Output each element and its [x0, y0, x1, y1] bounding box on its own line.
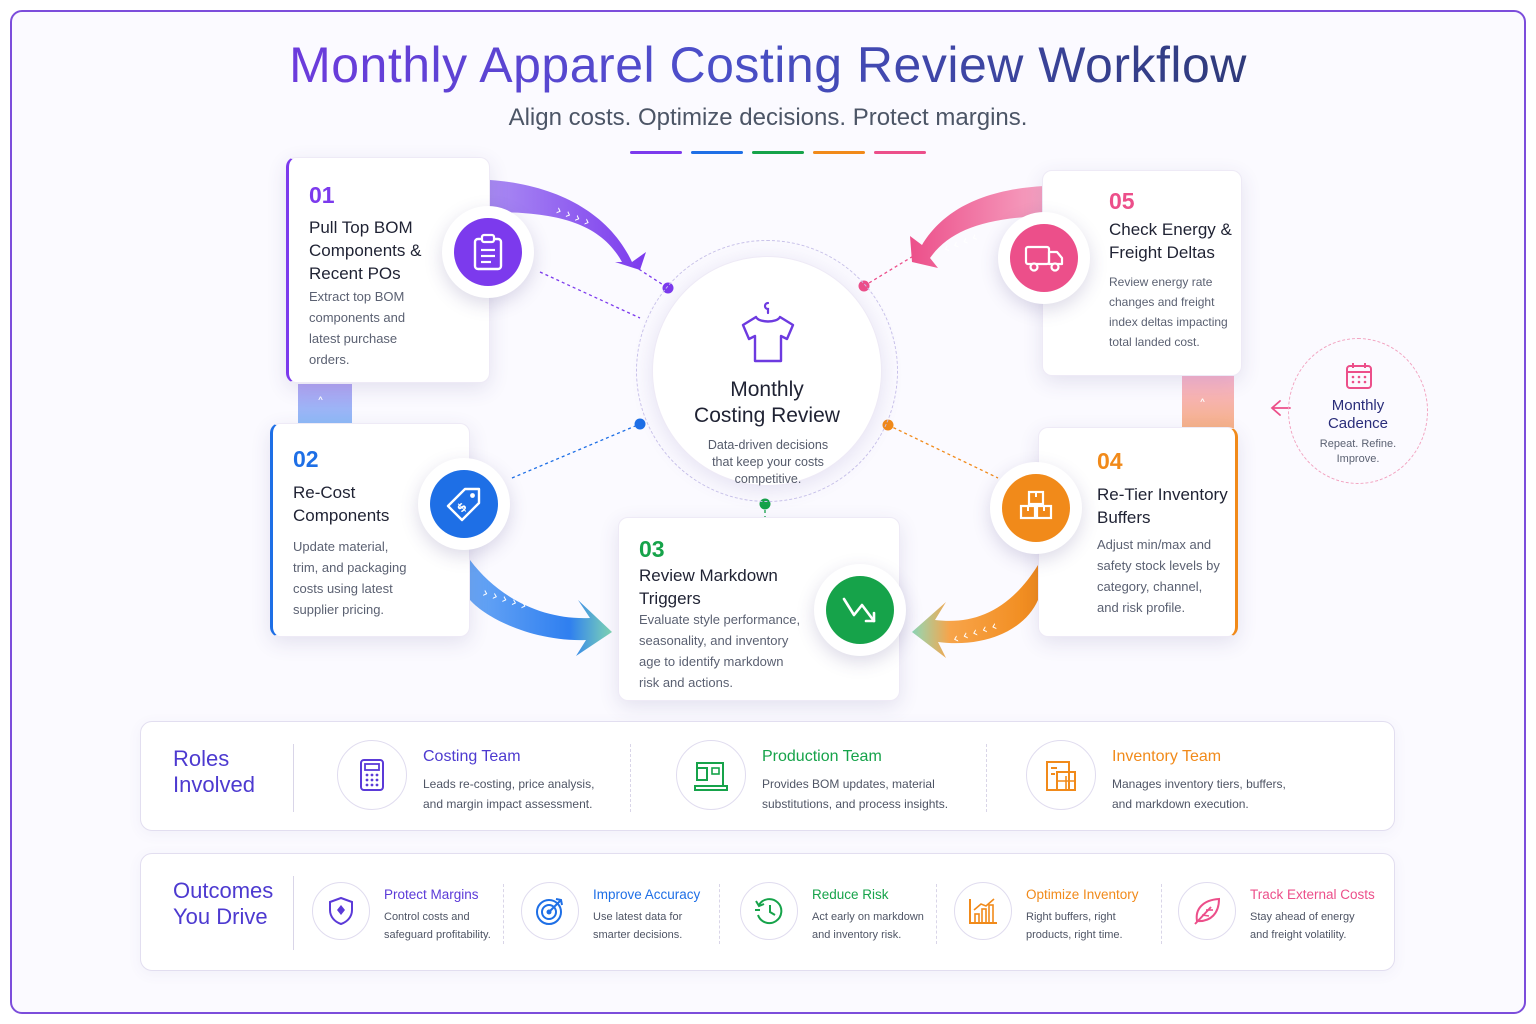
- page-subtitle: Align costs. Optimize decisions. Protect…: [508, 104, 1028, 131]
- outcomes-divider: [293, 876, 294, 950]
- role-title: Costing Team: [423, 748, 521, 765]
- clipboard-icon: [473, 233, 503, 271]
- center-disc: Monthly Costing Review Data-driven decis…: [652, 256, 882, 486]
- step-number: 01: [309, 182, 335, 208]
- shirt-icon: [741, 301, 795, 363]
- step-02-icon-badge: $: [418, 458, 510, 550]
- trend-down-icon: [842, 597, 876, 623]
- outcome-title: Reduce Risk: [812, 887, 889, 902]
- cadence-subtitle: Repeat. Refine.Improve.: [1319, 438, 1397, 465]
- roles-divider: [293, 744, 294, 812]
- sewing-machine-icon: [694, 762, 728, 791]
- step-description: Evaluate style performance,seasonality, …: [639, 612, 801, 690]
- rule-bar-pink: [874, 151, 926, 154]
- truck-icon: [1024, 245, 1064, 272]
- step-number: 02: [293, 446, 319, 472]
- step-03-icon-badge: [814, 564, 906, 656]
- bar-chart-icon: [969, 898, 997, 924]
- outcome-title: Track External Costs: [1250, 887, 1375, 902]
- role-description: Leads re-costing, price analysis,and mar…: [423, 777, 595, 811]
- rule-bar-orange: [813, 151, 865, 154]
- outcome-title: Improve Accuracy: [593, 887, 701, 902]
- outcome-title: Protect Margins: [384, 887, 479, 902]
- rule-bar-blue: [691, 151, 743, 154]
- center-title: Monthly Costing Review: [694, 378, 840, 427]
- step-01-icon-badge: [442, 206, 534, 298]
- roles-separator: [630, 744, 631, 812]
- clock-history-icon: [755, 898, 783, 925]
- role-description: Manages inventory tiers, buffers,and mar…: [1112, 777, 1286, 811]
- role-title: Production Team: [762, 748, 882, 765]
- step-04-icon-badge: [990, 462, 1082, 554]
- warehouse-icon: [1046, 761, 1076, 791]
- step-05-icon-badge: [998, 212, 1090, 304]
- outcomes-separator: [503, 884, 504, 944]
- step-number: 04: [1097, 448, 1123, 474]
- calculator-icon: [360, 759, 384, 791]
- page-frame: [10, 10, 1526, 1014]
- boxes-icon: [1019, 490, 1053, 520]
- leaf-icon: [1194, 897, 1221, 925]
- outcomes-separator: [936, 884, 937, 944]
- step-number: 03: [639, 536, 665, 562]
- color-rule: [630, 151, 926, 154]
- shield-icon: [329, 896, 353, 926]
- rule-bar-purple: [630, 151, 682, 154]
- center-description: Data-driven decisions that keep your cos…: [707, 438, 829, 486]
- outcomes-separator: [719, 884, 720, 944]
- outcomes-separator: [1161, 884, 1162, 944]
- page-title: Monthly Apparel Costing Review Workflow: [289, 37, 1247, 93]
- center-node: Monthly Costing Review Data-driven decis…: [636, 240, 898, 502]
- target-icon: [536, 898, 563, 925]
- rule-bar-green: [752, 151, 804, 154]
- step-number: 05: [1109, 188, 1135, 214]
- role-title: Inventory Team: [1112, 748, 1222, 765]
- calendar-icon: [1346, 363, 1372, 389]
- roles-separator: [986, 744, 987, 812]
- price-tag-icon: $: [446, 487, 481, 522]
- step-title: Check Energy &Freight Deltas: [1109, 220, 1232, 262]
- outcome-title: Optimize Inventory: [1026, 887, 1139, 902]
